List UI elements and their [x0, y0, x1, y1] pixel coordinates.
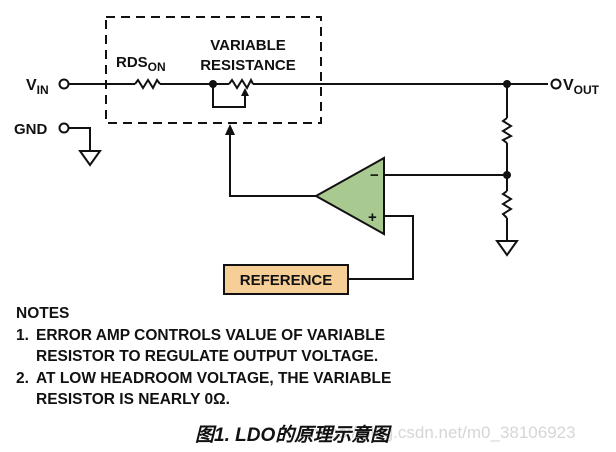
note-item: 1. ERROR AMP CONTROLS VALUE OF VARIABLE …: [16, 326, 386, 366]
control-wire: [229, 133, 316, 197]
gnd-label: GND: [14, 121, 48, 138]
divider-resistor-top: [501, 117, 514, 144]
notes-title: NOTES: [16, 305, 70, 322]
note-item: 2. AT LOW HEADROOM VOLTAGE, THE VARIABLE…: [16, 369, 392, 409]
gnd-wire: [68, 127, 91, 150]
wiper-arrow: [241, 88, 249, 96]
opamp-minus-label: −: [370, 167, 379, 184]
variable-resistance-label-line1: VARIABLE: [210, 37, 286, 54]
vin-label: VIN: [26, 77, 49, 97]
control-arrow: [225, 124, 235, 135]
ground-symbol-input: [78, 150, 102, 167]
reference-label: REFERENCE: [240, 272, 333, 289]
figure-caption: 图1. LDO的原理示意图: [195, 425, 390, 446]
opamp-plus-label: +: [368, 209, 377, 226]
notes-section: NOTES 1. ERROR AMP CONTROLS VALUE OF VAR…: [16, 303, 441, 411]
gnd-terminal: [58, 122, 70, 134]
reference-wire: [348, 215, 414, 280]
divider-resistor-bottom: [501, 190, 513, 219]
variable-resistor: [228, 77, 254, 91]
wiper-loop: [212, 84, 246, 108]
vin-terminal: [58, 78, 70, 90]
ground-symbol-output: [495, 240, 519, 257]
rdson-label: RDSON: [116, 54, 166, 74]
vout-label: VOUT: [563, 77, 600, 97]
rdson-resistor: [134, 78, 161, 91]
watermark: https://blog.csdn.net/m0_38106923: [310, 423, 576, 442]
error-amplifier: [313, 156, 385, 236]
variable-resistance-label-line2: RESISTANCE: [200, 57, 296, 74]
vout-terminal: [550, 78, 562, 90]
reference-block: [223, 264, 349, 295]
pass-element-box: [105, 16, 322, 124]
